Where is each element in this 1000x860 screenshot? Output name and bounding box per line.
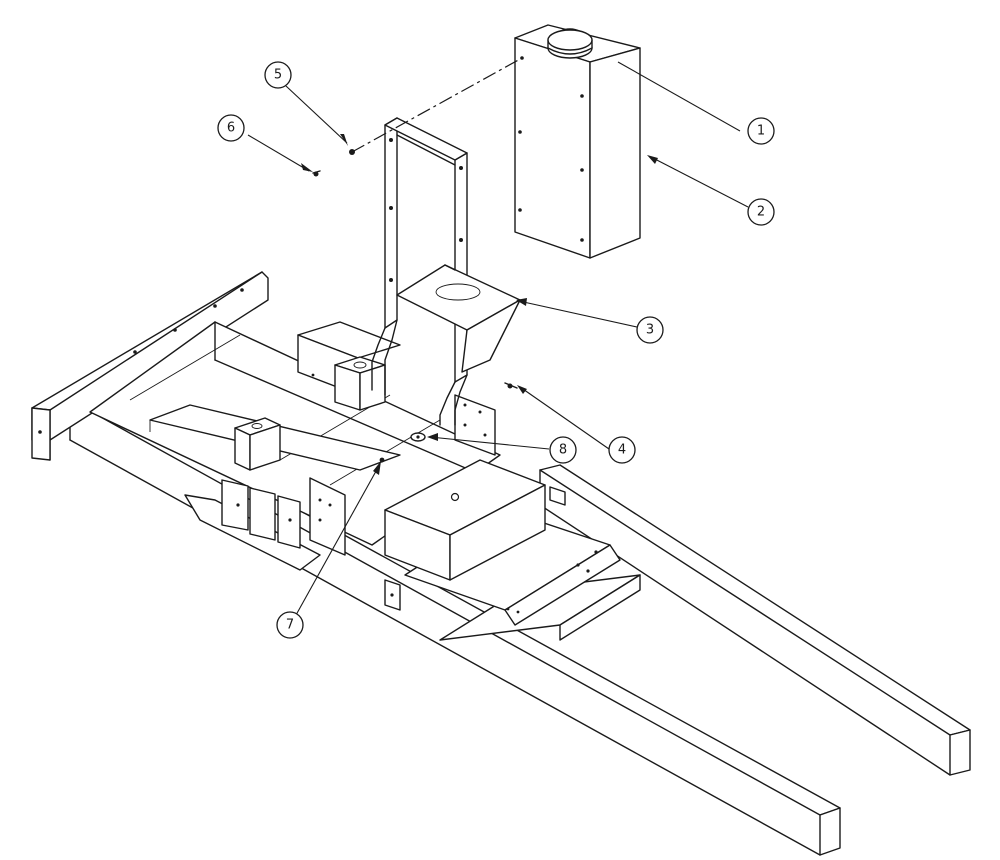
saddle-mount-left [234, 417, 281, 471]
callout-3-label: 3 [646, 323, 654, 338]
callout-7-label: 7 [286, 618, 294, 633]
fastener-7 [379, 457, 385, 463]
callout-6-label: 6 [227, 121, 235, 136]
assembly-centerline [351, 57, 523, 153]
rear-bumper-plate [31, 271, 269, 461]
callout-4: 4 [608, 436, 636, 464]
callout-1-label: 1 [757, 124, 765, 139]
callout-5-label: 5 [274, 68, 282, 83]
right-rail [539, 464, 971, 776]
tank-cap [547, 28, 593, 59]
callout-7: 7 [276, 611, 304, 639]
callout-8: 8 [549, 436, 577, 464]
callout-2-label: 2 [757, 205, 765, 220]
tank-tray [396, 264, 521, 373]
fastener-6 [312, 170, 321, 177]
center-box-beam [384, 459, 546, 581]
callout-4-label: 4 [618, 443, 626, 458]
fastener-5 [349, 149, 355, 155]
lower-channel [184, 479, 321, 571]
side-tabs [384, 486, 566, 611]
callout-5: 5 [264, 61, 292, 89]
fastener-4 [504, 382, 518, 389]
fastener-8 [410, 432, 426, 442]
callout-1: 1 [747, 117, 775, 145]
callout-6: 6 [217, 114, 245, 142]
leader-lines [247, 61, 749, 616]
callout-2: 2 [747, 198, 775, 226]
callout-3: 3 [636, 316, 664, 344]
water-tank [514, 24, 641, 259]
tank-bracket [371, 117, 468, 426]
callout-8-label: 8 [559, 443, 567, 458]
crossmember-front-plate [404, 509, 641, 641]
